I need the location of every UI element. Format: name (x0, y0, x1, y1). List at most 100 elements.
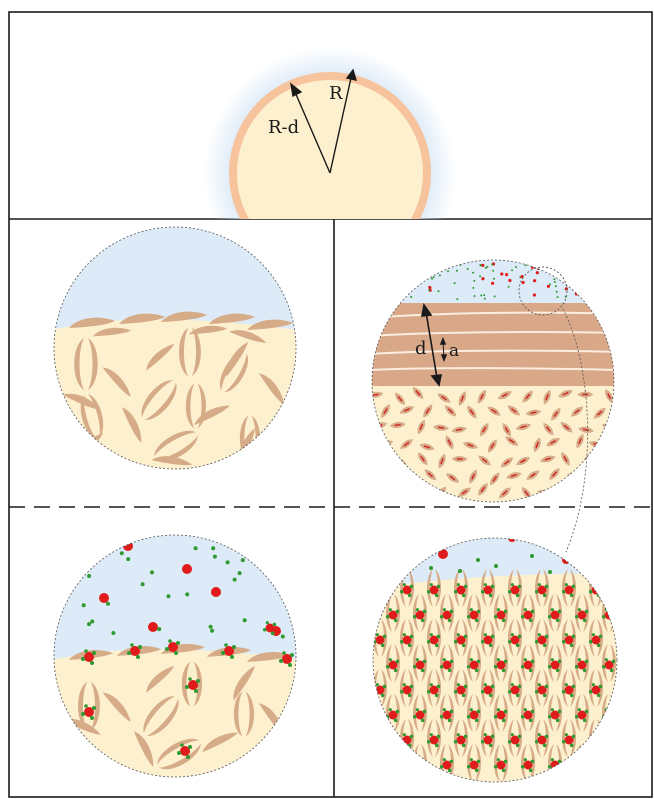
particle-dot (410, 296, 412, 298)
particle-dot (209, 625, 213, 629)
spindle-cell (609, 466, 624, 482)
particle-dot (439, 274, 441, 276)
particle-dot (491, 282, 494, 285)
particle-dot (485, 267, 487, 269)
spindle-cell (605, 486, 616, 503)
particle-dot (233, 578, 237, 582)
particle-dot (383, 297, 385, 299)
particle-dot (281, 635, 285, 639)
particle-dot (433, 276, 435, 278)
particle-dot (99, 593, 109, 603)
particle-dot (431, 263, 433, 265)
particle-dot (508, 286, 510, 288)
particle-dot (505, 273, 508, 276)
particle-dot (606, 280, 609, 283)
particle-dot (454, 282, 456, 284)
particle-dot (491, 263, 493, 265)
particle-dot (402, 276, 404, 278)
particle-dot (120, 551, 124, 555)
spindle-cell (609, 439, 625, 446)
particle-dot (481, 264, 484, 267)
particle-dot (106, 602, 110, 606)
layer-spacing-label: a (449, 341, 459, 361)
particle-dot (402, 289, 404, 291)
particle-dot (425, 275, 428, 278)
particle-dot (472, 272, 474, 274)
particle-dot (391, 262, 393, 264)
particle-dot (428, 289, 430, 291)
spindle-cell (588, 467, 605, 479)
particle-dot (500, 272, 503, 275)
particle-dot (589, 297, 591, 299)
particle-dot (373, 275, 375, 277)
particle-dot (613, 277, 616, 280)
particle-dot (185, 592, 189, 596)
particle-dot (536, 271, 539, 274)
particle-dot (373, 290, 375, 292)
particle-dot (594, 284, 596, 286)
packed-cell (386, 744, 400, 782)
particle-dot (553, 274, 555, 276)
particle-dot (533, 293, 536, 296)
particle-dot (456, 298, 458, 300)
spindle-cell (612, 406, 629, 414)
particle-dot (371, 280, 373, 282)
particle-dot (167, 594, 171, 598)
particle-dot (82, 603, 86, 607)
particle-dot (211, 546, 215, 550)
particle-dot (111, 631, 115, 635)
particle-dot (182, 564, 192, 574)
particle-dot (533, 264, 535, 266)
particle-dot (588, 278, 591, 281)
adsorbed-particle (602, 758, 615, 772)
particle-dot (243, 618, 247, 622)
spindle-cell (602, 453, 614, 470)
particle-loaded-interface-view (50, 530, 300, 790)
particle-dot (553, 278, 555, 280)
particle-dot (213, 555, 217, 559)
adsorbed-particle (373, 583, 386, 597)
particle-dot (472, 287, 474, 289)
initial-interface-view (50, 220, 300, 480)
particle-dot (406, 275, 408, 277)
particle-dot (398, 279, 400, 281)
particle-dot (591, 270, 594, 273)
particle-dot (392, 268, 395, 271)
particle-dot (609, 296, 611, 298)
particle-dot (148, 622, 158, 632)
particle-dot (226, 560, 230, 564)
packed-cell (373, 569, 387, 607)
particle-dot (157, 627, 161, 631)
particle-dot (484, 298, 486, 300)
particle-dot (428, 286, 431, 289)
particle-dot (508, 279, 511, 282)
particle-dot (401, 295, 403, 297)
particle-dot (446, 262, 448, 264)
particle-dot (594, 281, 596, 283)
particle-dot (604, 292, 606, 294)
particle-dot (533, 279, 536, 282)
particle-dot (87, 574, 91, 578)
particle-dot (404, 267, 407, 270)
particle-dot (565, 287, 568, 290)
layer-thickness-label: d (415, 338, 427, 359)
particle-dot (447, 270, 449, 272)
particle-dot (549, 283, 551, 285)
particle-dot (493, 278, 495, 280)
inner-radius-label: R-d (268, 117, 299, 138)
particle-dot (556, 291, 558, 293)
spindle-cell (370, 451, 382, 468)
adsorbed-particle (386, 758, 399, 772)
particle-dot (511, 269, 513, 271)
particle-dot (377, 273, 379, 275)
spindle-cell (560, 488, 577, 501)
particle-dot (211, 587, 221, 597)
particle-dot (494, 295, 496, 297)
particle-dot (481, 277, 484, 280)
particle-dot (194, 546, 198, 550)
particle-dot (593, 265, 595, 267)
adsorbed-particle (373, 733, 386, 747)
particle-dot (82, 565, 86, 569)
particle-dot (428, 272, 430, 274)
